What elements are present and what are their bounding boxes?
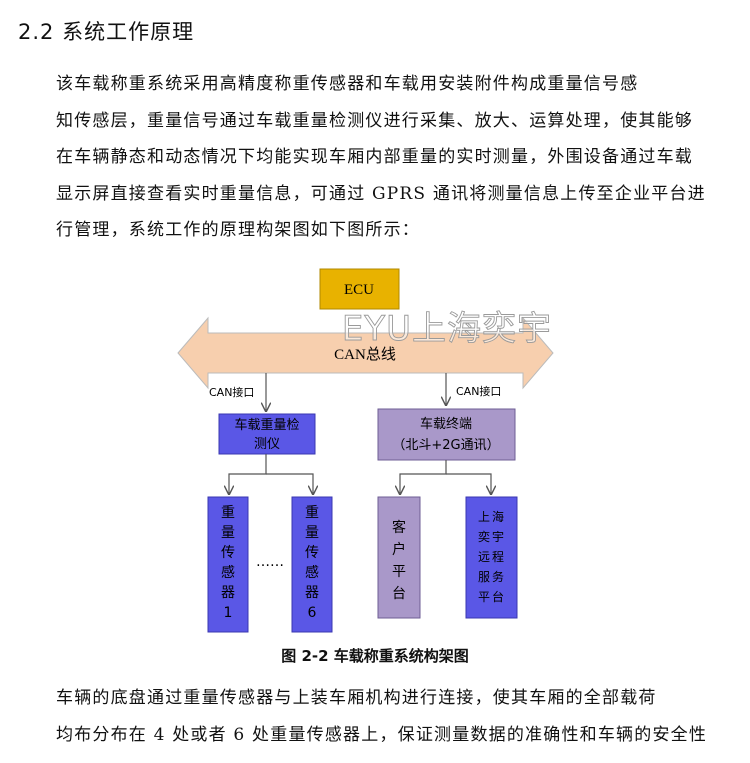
client-platform-char: 客 (392, 519, 406, 536)
connector-line (229, 454, 267, 494)
client-platform-char: 户 (392, 541, 406, 558)
vehicle-terminal-label: （北斗+2G通讯） (392, 438, 499, 453)
can-bus-label: CAN总线 (334, 346, 396, 363)
connector-line (266, 473, 313, 494)
client-platform-char: 台 (392, 586, 406, 602)
sensor-1-char: 1 (224, 605, 233, 621)
intro-paragraph: 该车载称重系统采用高精度称重传感器和车载用安装附件构成重量信号感 知传感层，重量… (20, 66, 736, 249)
sensor-ellipsis: …… (256, 554, 284, 570)
remote-service-platform-label: 上 海 奕 宇 远 程 服 务 平 台 (478, 509, 504, 604)
paragraph-line: 在车辆静态和动态情况下均能实现车厢内部重量的实时测量，外围设备通过车载 (56, 147, 693, 167)
client-platform-char: 平 (392, 564, 406, 580)
sensor-1-char: 量 (221, 525, 235, 541)
weight-sensor-6-label: 重 量 传 感 器 6 (305, 505, 319, 621)
weight-detector-box (218, 413, 316, 455)
service-platform-char: 服 (478, 570, 490, 584)
service-platform-char: 平 (478, 590, 490, 604)
paragraph-line: 该车载称重系统采用高精度称重传感器和车载用安装附件构成重量信号感 (56, 74, 639, 94)
ecu-label: ECU (344, 282, 374, 298)
paragraph-line: 车辆的底盘通过重量传感器与上装车厢机构进行连接，使其车厢的全部载荷 (56, 688, 657, 708)
service-platform-char: 宇 (492, 530, 504, 544)
service-platform-char: 远 (478, 550, 490, 564)
service-platform-char: 奕 (478, 529, 490, 544)
ecu-box (319, 268, 400, 310)
connector-line (446, 473, 491, 494)
sensor-1-char: 器 (221, 585, 235, 601)
can-port-left-label: CAN接口 (209, 386, 254, 399)
client-platform-box (377, 496, 421, 619)
service-platform-char: 上 (478, 510, 490, 524)
weight-sensor-1-label: 重 量 传 感 器 1 (221, 505, 235, 621)
weight-detector-label: 车载重量检 (234, 417, 299, 433)
can-bus-arrow (177, 316, 554, 390)
sensor-1-char: 感 (221, 564, 235, 581)
sensor-6-char: 器 (305, 585, 319, 601)
paragraph-line: 显示屏直接查看实时重量信息，可通过 GPRS 通讯将测量信息上传至企业平台进 (56, 183, 706, 204)
weight-detector-label: 测仪 (254, 437, 280, 452)
weight-sensor-6-box (291, 496, 333, 633)
closing-paragraph: 车辆的底盘通过重量传感器与上装车厢机构进行连接，使其车厢的全部载荷 均布分布在 … (20, 680, 736, 753)
paragraph-line: 知传感层，重量信号通过车载重量检测仪进行采集、放大、运算处理，使其能够 (56, 110, 693, 131)
sensor-1-char: 重 (221, 505, 235, 521)
watermark: EYU上海奕宇 (342, 309, 552, 349)
sensor-6-char: 6 (308, 605, 317, 621)
sensor-6-char: 感 (305, 564, 319, 581)
vehicle-terminal-label: 车载终端 (420, 416, 472, 432)
weight-sensor-1-box (207, 496, 249, 633)
sensor-6-char: 量 (305, 525, 319, 541)
service-platform-char: 程 (492, 549, 504, 564)
figure-caption: 图 2-2 车载称重系统构架图 (281, 647, 469, 665)
remote-service-platform-box (465, 496, 518, 619)
section-heading: 2.2 系统工作原理 (18, 20, 195, 44)
service-platform-char: 务 (492, 569, 504, 584)
connector-line (400, 460, 447, 494)
sensor-1-char: 传 (221, 545, 235, 561)
client-platform-label: 客 户 平 台 (392, 519, 406, 602)
can-port-right-label: CAN接口 (456, 385, 501, 398)
sensor-6-char: 传 (305, 545, 319, 561)
service-platform-char: 台 (492, 589, 504, 604)
paragraph-line: 行管理，系统工作的原理构架图如下图所示： (56, 220, 420, 240)
sensor-6-char: 重 (305, 505, 319, 521)
service-platform-char: 海 (492, 509, 504, 524)
paragraph-line: 均布分布在 4 处或者 6 处重量传感器上，保证测量数据的准确性和车辆的安全性 (56, 724, 708, 745)
